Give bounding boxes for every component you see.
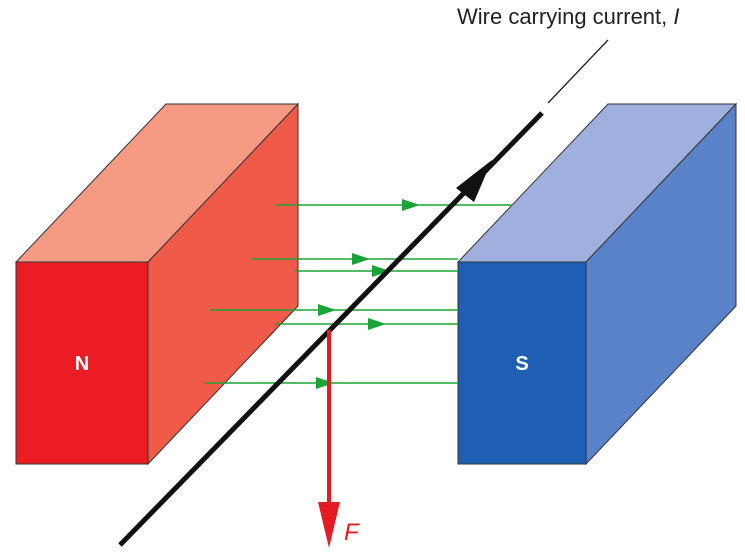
force-vector: F <box>318 330 360 548</box>
field-line <box>275 318 458 330</box>
current-symbol: I <box>673 4 679 29</box>
wire-caption-text: Wire carrying current, <box>457 4 673 29</box>
north-magnet: N <box>14 102 300 466</box>
magnetic-field-lines <box>205 199 512 389</box>
north-magnet-label: N <box>75 353 89 375</box>
caption-leader-line <box>547 39 609 104</box>
field-line <box>252 253 458 265</box>
field-line <box>205 377 458 389</box>
field-line <box>295 265 458 277</box>
force-label: F <box>344 519 360 546</box>
force-arrow-head <box>318 502 340 548</box>
south-magnet-label: S <box>515 353 528 375</box>
south-magnet: S <box>456 102 738 466</box>
field-line <box>210 304 458 316</box>
wire-caption: Wire carrying current, I <box>457 4 680 29</box>
current-direction-arrow <box>456 160 492 202</box>
field-line <box>275 199 512 211</box>
current-carrying-wire <box>118 39 609 547</box>
south-magnet-front-face <box>457 261 587 465</box>
north-magnet-front-face <box>15 261 149 465</box>
